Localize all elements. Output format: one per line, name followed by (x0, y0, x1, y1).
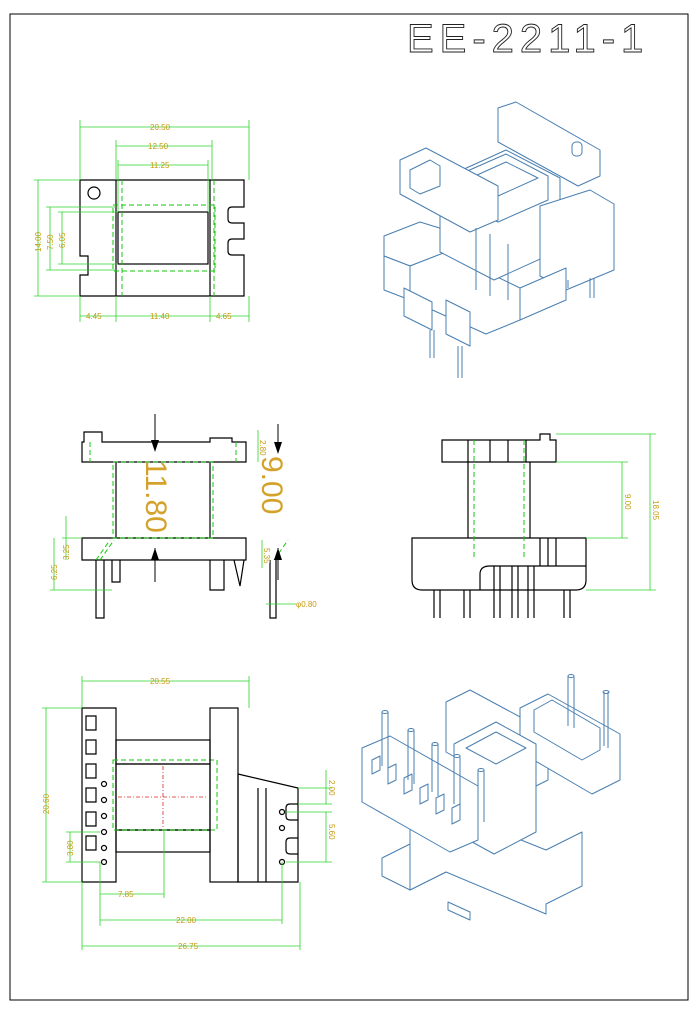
dim-front-pin-dia: φ0.80 (296, 600, 317, 609)
dim-front-slot: 5.35 (262, 548, 271, 564)
dim-bottom-height: 20.60 (42, 793, 51, 814)
dim-top-window-outer: 12.50 (148, 142, 169, 151)
dim-front-base-h: 3.25 (62, 544, 71, 560)
isometric-view-bottom (361, 674, 621, 921)
top-body-outline (79, 179, 245, 297)
dim-bottom-pitch: 3.80 (66, 840, 75, 856)
bottom-view: 20.55 20.60 3.80 7.85 22.00 26.75 2.00 5… (42, 676, 336, 951)
dim-bottom-span: 22.00 (176, 916, 197, 925)
top-pin-hole (87, 186, 101, 200)
dim-bottom-pin-span: 5.60 (327, 824, 336, 840)
dim-front-big-height: 9.00 (255, 456, 288, 514)
dim-side-inner-h: 9.00 (623, 494, 632, 510)
dim-top-left-flange: 4.45 (86, 312, 102, 321)
dim-bottom-offset: 7.85 (118, 890, 134, 899)
front-view: 11.80 9.00 2.80 3.25 6.25 5.35 φ0.80 (50, 414, 317, 619)
dim-front-big-inner: 11.80 (139, 460, 172, 533)
dim-side-total-h: 18.05 (651, 500, 660, 521)
dim-top-width: 20.50 (150, 123, 171, 132)
dim-top-height: 14.00 (34, 231, 43, 252)
side-view: 9.00 18.05 (411, 433, 660, 618)
top-window (117, 211, 209, 265)
top-window-dash (112, 204, 216, 272)
drawing-title: EE-2211-1 (407, 17, 649, 61)
dim-front-flange-top: 2.80 (258, 440, 267, 456)
dim-bottom-gap: 2.00 (327, 780, 336, 796)
dim-top-right-flange: 4.65 (216, 312, 232, 321)
dim-top-window-h-inner: 6.05 (58, 232, 67, 248)
dim-top-window-h: 7.50 (46, 234, 55, 250)
dim-bottom-total: 26.75 (178, 942, 199, 951)
dim-top-window-inner: 11.25 (150, 161, 170, 170)
sheet-border (9, 13, 689, 1001)
front-core-dash (112, 461, 214, 539)
top-view: 20.50 12.50 11.25 14.00 7.50 6.05 4.45 1… (34, 120, 250, 322)
dim-bottom-width: 20.55 (150, 677, 171, 686)
dim-top-center: 11.40 (150, 312, 170, 321)
dim-front-base-total: 6.25 (50, 564, 59, 580)
isometric-view-top (383, 101, 615, 378)
